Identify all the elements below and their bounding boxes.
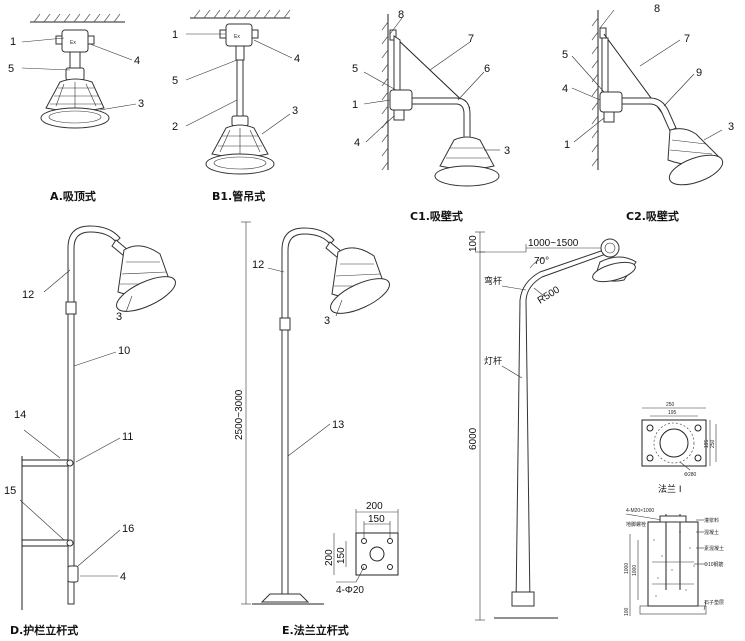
caption-c2: C2.吸壁式	[626, 209, 679, 223]
caption-c1: C1.吸壁式	[410, 209, 463, 223]
callout-d-11: 11	[122, 431, 133, 443]
figure-d-guardrail-pole: 12 3 10 14 11 15 16 4 D.护栏立杆式	[4, 225, 176, 637]
callout-b1-1: 1	[172, 29, 178, 41]
svg-text:Ex: Ex	[70, 40, 76, 46]
f-height-dim: 6000	[468, 427, 479, 450]
callout-b1-2: 2	[172, 121, 178, 133]
callout-d-3: 3	[116, 311, 122, 323]
callout-c2-9: 9	[696, 67, 702, 79]
e-height-dim: 2500~3000	[234, 389, 245, 440]
e-flange-h1: 200	[324, 549, 335, 566]
callout-c1-8: 8	[398, 9, 404, 21]
f-reach-dim: 1000~1500	[528, 238, 579, 249]
f-radius: R500	[536, 284, 562, 306]
callout-d-16: 16	[122, 523, 134, 535]
e-flange-holes: 4-Φ20	[336, 585, 364, 596]
foundation-label-5: 石子垫层	[704, 599, 724, 606]
callout-c1-4: 4	[354, 137, 360, 149]
figure-f-street-pole: 100 6000 1000~1500 70° 弯杆 R500 灯杆	[468, 231, 637, 621]
f-flange-v2: 250	[710, 439, 716, 448]
figure-c1-wall-mount: 8 7 5 6 1 4 3 C1.吸壁式	[352, 9, 510, 223]
foundation-dim-0: 1000	[624, 563, 630, 574]
figure-a-ceiling-mount: Ex 1 5 4 3 A.吸顶式	[8, 13, 144, 203]
callout-c1-6: 6	[484, 63, 490, 75]
f-flange-inner: 195	[668, 410, 677, 416]
foundation-label-1: 灌浆料	[704, 517, 719, 524]
f-arm-label: 弯杆	[484, 275, 502, 287]
foundation-dim-2: 100	[624, 607, 630, 616]
foundation-label-3: 素混凝土	[704, 545, 724, 552]
callout-a-1: 1	[10, 36, 16, 48]
callout-b1-5: 5	[172, 75, 178, 87]
foundation-label-0: 地脚螺栓	[626, 521, 646, 528]
f-flange-outer: 250	[666, 402, 675, 408]
foundation-bolts: 4-M20×1000	[626, 508, 654, 514]
callout-c1-3: 3	[504, 145, 510, 157]
callout-c2-3: 3	[728, 121, 734, 133]
callout-d-4: 4	[120, 571, 126, 583]
callout-b1-3: 3	[292, 105, 298, 117]
callout-a-5: 5	[8, 63, 14, 75]
callout-d-15: 15	[4, 485, 16, 497]
f-top-dim: 100	[468, 235, 479, 252]
f-flange-caption: 法兰 I	[658, 483, 682, 495]
callout-c1-7: 7	[468, 33, 474, 45]
caption-b1: B1.管吊式	[212, 189, 265, 203]
figure-b1-pipe-pendant: Ex 1 5 2 4 3 B1.管吊式	[172, 9, 300, 203]
figure-f-flange-detail: 250 195 195 250 Φ280 法兰 I	[641, 402, 717, 495]
caption-e: E.法兰立杆式	[282, 623, 349, 637]
callout-c2-7: 7	[684, 33, 690, 45]
f-angle: 70°	[534, 256, 549, 267]
callout-e-12: 12	[252, 259, 264, 271]
svg-text:Ex: Ex	[234, 34, 240, 40]
figure-c2-wall-mount: 8 7 5 9 4 1 3 C2.吸壁式	[562, 3, 734, 223]
e-flange-h2: 150	[336, 547, 347, 564]
f-pole-label: 灯杆	[484, 355, 502, 367]
callout-c2-5: 5	[562, 49, 568, 61]
callout-c2-1: 1	[564, 139, 570, 151]
callout-d-10: 10	[118, 345, 130, 357]
caption-d: D.护栏立杆式	[10, 623, 78, 637]
caption-a: A.吸顶式	[50, 189, 96, 203]
figure-e-flange-pole: 2500~3000 12 3 13 200 150 200	[234, 221, 399, 637]
callout-c1-5: 5	[352, 63, 358, 75]
callout-b1-4: 4	[294, 53, 300, 65]
callout-d-12: 12	[22, 289, 34, 301]
callout-a-3: 3	[138, 98, 144, 110]
callout-c2-4: 4	[562, 83, 568, 95]
figure-f-foundation: 4-M20×1000 1000 1000 100 地脚螺栓 灌浆料 混凝土 素混…	[624, 508, 724, 616]
foundation-label-2: 混凝土	[704, 529, 719, 536]
callout-c2-8: 8	[654, 3, 660, 15]
callout-e-3: 3	[324, 315, 330, 327]
callout-e-13: 13	[332, 419, 344, 431]
f-flange-v1: 195	[704, 439, 710, 448]
foundation-dim-1: 1000	[632, 565, 638, 576]
e-flange-w1: 200	[366, 501, 383, 512]
callout-a-4: 4	[134, 55, 140, 67]
callout-c1-1: 1	[352, 99, 358, 111]
f-flange-circle: Φ280	[684, 472, 697, 478]
e-flange-w2: 150	[368, 514, 385, 525]
foundation-label-4: Φ10钢筋	[704, 561, 724, 568]
callout-d-14: 14	[14, 409, 26, 421]
